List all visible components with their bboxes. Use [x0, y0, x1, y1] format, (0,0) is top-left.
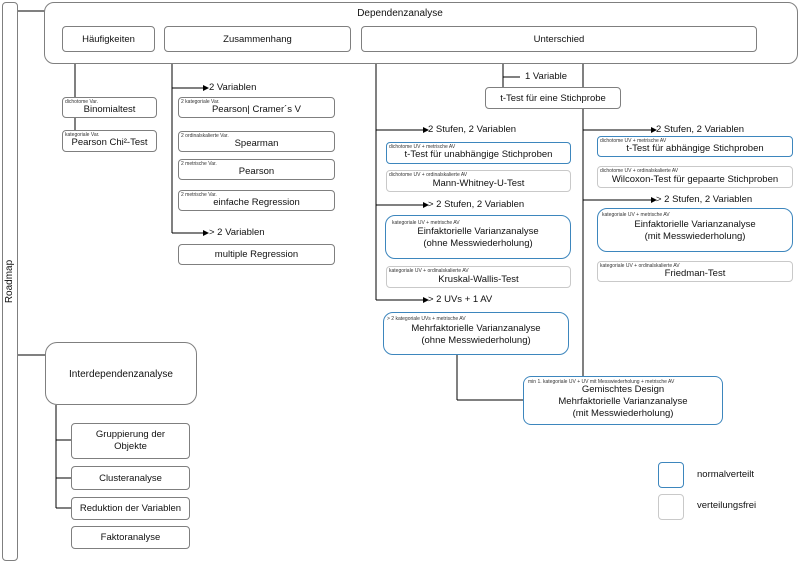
legend-normal-label: normalverteilt	[697, 469, 755, 480]
regression-tag: 2 metrische Var.	[181, 192, 217, 198]
t-test-unabhaengig-box[interactable]: dichotome UV + metrische AV t-Test für u…	[386, 142, 571, 164]
right-two-levels-label: 2 Stufen, 2 Variablen	[656, 124, 745, 135]
multiple-regression-box[interactable]: multiple Regression	[178, 244, 335, 265]
right-more-levels-label: > 2 Stufen, 2 Variablen	[656, 194, 753, 205]
legend-frei-swatch	[658, 494, 684, 520]
anova-mit-tag: kategoriale UV + metrische AV	[602, 212, 670, 218]
one-var-label: 1 Variable	[525, 71, 568, 82]
zus-more-vars-label: > 2 Variablen	[209, 227, 265, 238]
gemischtes-design-tag: min 1. kategoriale UV + UV mit Messwiede…	[528, 379, 675, 385]
binomialtest-label: Binomialtest	[83, 104, 136, 115]
mehrfaktoriell-ohne-tag: > 2 kategoriale UVs + metrische AV	[387, 316, 466, 322]
gemischtes-design-line3: (mit Messwiederholung)	[572, 408, 674, 419]
left-two-levels-label: 2 Stufen, 2 Variablen	[428, 124, 517, 135]
chi-test-box[interactable]: kategoriale Var. Pearson Chi²-Test	[62, 130, 157, 152]
friedman-box[interactable]: kategoriale UV + ordinalskalierte AV Fri…	[597, 261, 793, 282]
t-test-abhaengig-label: t-Test für abhängige Stichproben	[626, 143, 764, 154]
mehrfaktoriell-ohne-line2: (ohne Messwiederholung)	[421, 335, 531, 346]
t-test-abhaengig-box[interactable]: dichotome UV + metrische AV t-Test für a…	[597, 136, 793, 157]
friedman-label: Friedman-Test	[664, 268, 726, 279]
gemischtes-design-line1: Gemischtes Design	[581, 384, 665, 395]
anova-ohne-tag: kategoriale UV + metrische AV	[392, 220, 460, 226]
zusammenhang-box[interactable]: Zusammenhang	[164, 26, 351, 52]
gemischtes-design-box[interactable]: min 1. kategoriale UV + UV mit Messwiede…	[523, 376, 723, 425]
pearson-tag: 2 metrische Var.	[181, 161, 217, 167]
wilcoxon-box[interactable]: dichotome UV + ordinalskalierte AV Wilco…	[597, 166, 793, 188]
anova-ohne-line1: Einfaktorielle Varianzanalyse	[417, 226, 539, 237]
t-test-unabhaengig-tag: dichotome UV + metrische AV	[389, 144, 456, 150]
interdependenzanalyse-box[interactable]: Interdependenzanalyse	[45, 342, 197, 405]
spearman-box[interactable]: 2 ordinalskalierte Var. Spearman	[178, 131, 335, 152]
cramer-label: Pearson| Cramer´s V	[211, 104, 302, 115]
pearson-box[interactable]: 2 metrische Var. Pearson	[178, 159, 335, 180]
binomialtest-box[interactable]: dichotome Var. Binomialtest	[62, 97, 157, 118]
more-uvs-label: > 2 UVs + 1 AV	[428, 294, 493, 305]
kruskal-wallis-box[interactable]: kategoriale UV + ordinalskalierte AV Kru…	[386, 266, 571, 288]
regression-label: einfache Regression	[213, 197, 300, 208]
gruppierung-box[interactable]: Gruppierung der Objekte	[71, 423, 190, 459]
clusteranalyse-box[interactable]: Clusteranalyse	[71, 466, 190, 490]
one-sample-t-test-box[interactable]: t-Test für eine Stichprobe	[485, 87, 621, 109]
wilcoxon-tag: dichotome UV + ordinalskalierte AV	[600, 168, 679, 174]
cramer-box[interactable]: 2 kategoriale Var. Pearson| Cramer´s V	[178, 97, 335, 118]
t-test-unabhaengig-label: t-Test für unabhängige Stichproben	[404, 149, 553, 160]
gemischtes-design-line2: Mehrfaktorielle Varianzanalyse	[558, 396, 688, 407]
dependenzanalyse-title: Dependenzanalyse	[357, 8, 443, 19]
reduktion-box[interactable]: Reduktion der Variablen	[71, 497, 190, 520]
kruskal-wallis-tag: kategoriale UV + ordinalskalierte AV	[389, 268, 469, 274]
left-more-levels-label: > 2 Stufen, 2 Variablen	[428, 199, 525, 210]
regression-box[interactable]: 2 metrische Var. einfache Regression	[178, 190, 335, 211]
anova-mit-line2: (mit Messwiederholung)	[644, 231, 746, 242]
chi-test-label: Pearson Chi²-Test	[71, 137, 148, 148]
mehrfaktoriell-ohne-line1: Mehrfaktorielle Varianzanalyse	[411, 323, 541, 334]
faktoranalyse-box[interactable]: Faktoranalyse	[71, 526, 190, 549]
spearman-tag: 2 ordinalskalierte Var.	[181, 133, 229, 139]
roadmap-sidebar: Roadmap	[2, 2, 18, 561]
roadmap-label: Roadmap	[4, 259, 16, 304]
spearman-label: Spearman	[234, 138, 279, 149]
legend-normal-swatch	[658, 462, 684, 488]
anova-ohne-line2: (ohne Messwiederholung)	[423, 238, 533, 249]
friedman-tag: kategoriale UV + ordinalskalierte AV	[600, 263, 680, 269]
cramer-tag: 2 kategoriale Var.	[181, 99, 220, 105]
haeufigkeiten-box[interactable]: Häufigkeiten	[62, 26, 155, 52]
chi-test-tag: kategoriale Var.	[65, 132, 100, 138]
legend-frei-label: verteilungsfrei	[697, 500, 757, 511]
anova-mit-line1: Einfaktorielle Varianzanalyse	[634, 219, 756, 230]
interdependenzanalyse-title: Interdependenzanalyse	[69, 369, 173, 380]
mann-whitney-label: Mann-Whitney-U-Test	[432, 178, 525, 189]
mehrfaktoriell-ohne-box[interactable]: > 2 kategoriale UVs + metrische AV Mehrf…	[383, 312, 569, 355]
binomialtest-tag: dichotome Var.	[65, 99, 98, 105]
anova-ohne-box[interactable]: kategoriale UV + metrische AV Einfaktori…	[385, 215, 571, 259]
zus-two-vars-label: 2 Variablen	[209, 82, 257, 93]
t-test-abhaengig-tag: dichotome UV + metrische AV	[600, 138, 667, 144]
wilcoxon-label: Wilcoxon-Test für gepaarte Stichproben	[611, 174, 779, 185]
unterschied-box[interactable]: Unterschied	[361, 26, 757, 52]
kruskal-wallis-label: Kruskal-Wallis-Test	[438, 274, 519, 285]
mann-whitney-box[interactable]: dichotome UV + ordinalskalierte AV Mann-…	[386, 170, 571, 192]
mann-whitney-tag: dichotome UV + ordinalskalierte AV	[389, 172, 468, 178]
pearson-label: Pearson	[238, 166, 275, 177]
anova-mit-box[interactable]: kategoriale UV + metrische AV Einfaktori…	[597, 208, 793, 252]
